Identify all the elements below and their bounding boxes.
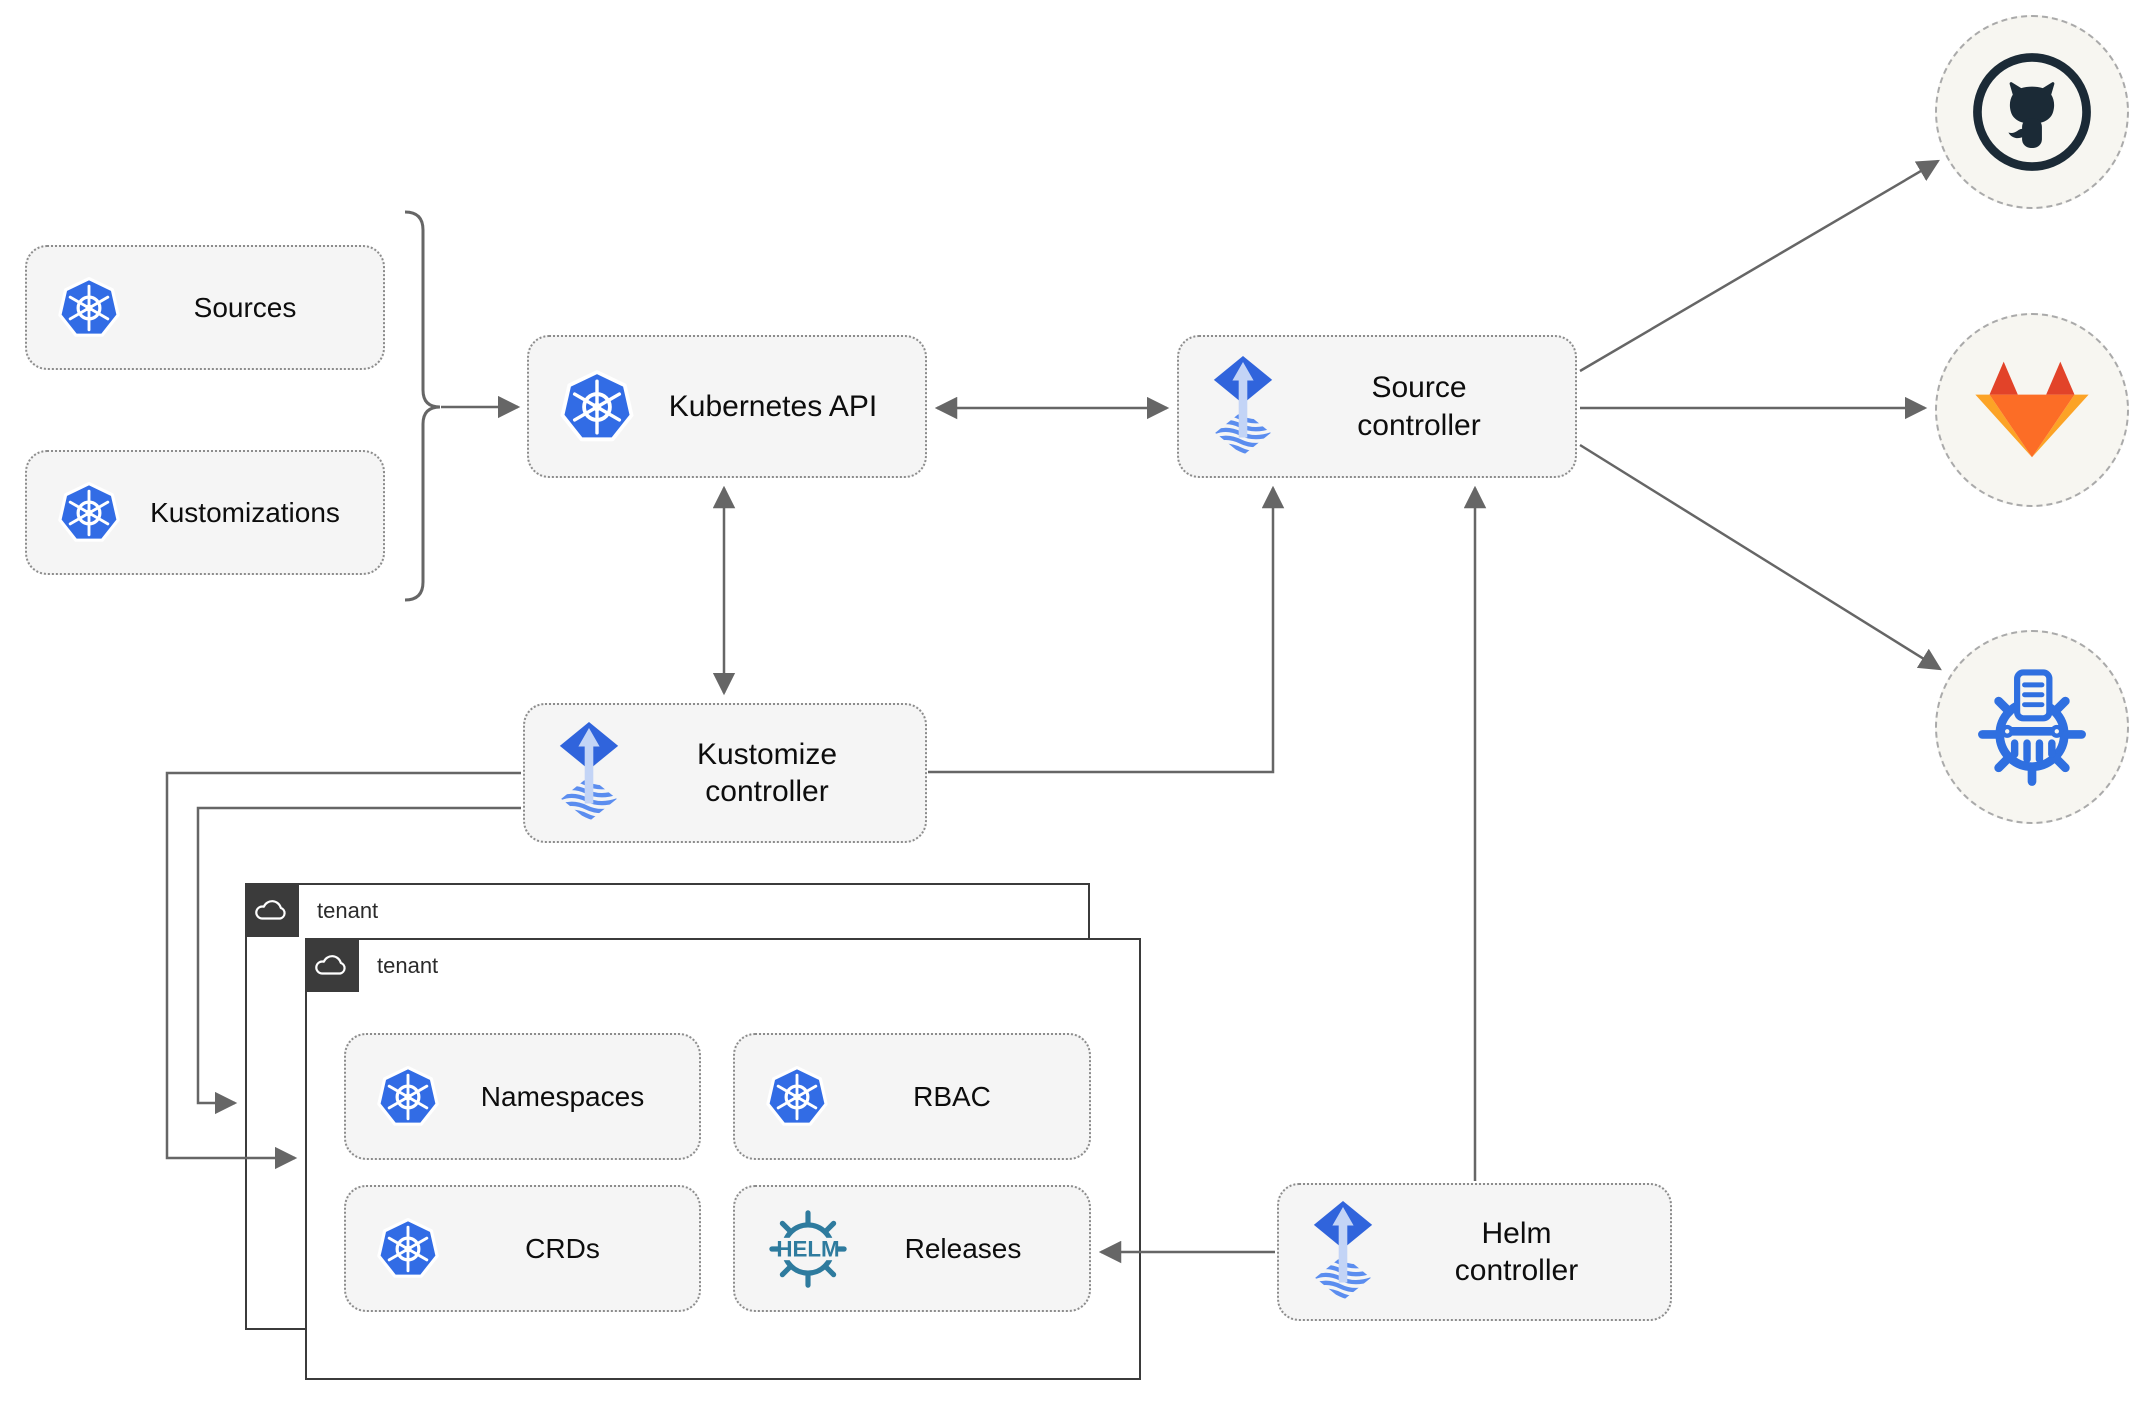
cloud-icon [245,883,299,937]
node-source-controller: Source controller [1177,335,1577,478]
node-kubernetes-api: Kubernetes API [527,335,927,478]
edge-kustomize-source [928,485,1285,774]
github-icon [1970,50,2094,174]
svg-text:HELM: HELM [776,1236,839,1261]
tenant-label: tenant [377,953,439,978]
node-namespaces: Namespaces [344,1033,701,1160]
node-rbac: RBAC [733,1033,1091,1160]
node-sources: Sources [25,245,385,370]
group-brace [404,210,441,602]
node-kustomize-controller: Kustomize controller [523,703,927,843]
node-label: Kustomizations [150,496,340,528]
node-releases: HELM Releases [733,1185,1091,1312]
edge-source-github [1579,159,1940,373]
node-label: Source controller [1357,371,1481,442]
gitlab-icon [1973,348,2091,472]
remote-helm-repository [1935,630,2129,824]
node-label: Kubernetes API [668,389,878,423]
remote-github [1935,15,2129,209]
chartmuseum-icon [1970,665,2094,789]
helm-icon: HELM [765,1206,851,1292]
kubernetes-icon [57,481,121,545]
kubernetes-icon [376,1217,440,1281]
node-label: Helm controller [1454,1216,1579,1288]
node-crds: CRDs [344,1185,701,1312]
node-label: RBAC [913,1080,991,1112]
node-label: Releases [904,1232,1022,1264]
node-label: Sources [193,291,297,323]
kubernetes-icon [765,1065,829,1129]
remote-gitlab [1935,313,2129,507]
node-label: Namespaces [480,1080,645,1112]
kubernetes-icon [559,369,635,445]
flux-icon [1209,354,1277,460]
node-label: CRDs [525,1232,600,1264]
cloud-icon [305,938,359,992]
node-label: Kustomize controller [696,737,838,809]
flux-icon [1309,1199,1377,1305]
flux-icon [555,720,623,826]
tenant-label: tenant [317,898,379,923]
node-kustomizations: Kustomizations [25,450,385,575]
kubernetes-icon [376,1065,440,1129]
kubernetes-icon [57,276,121,340]
edge-source-helmrepo [1579,443,1942,671]
node-helm-controller: Helm controller [1277,1183,1672,1321]
